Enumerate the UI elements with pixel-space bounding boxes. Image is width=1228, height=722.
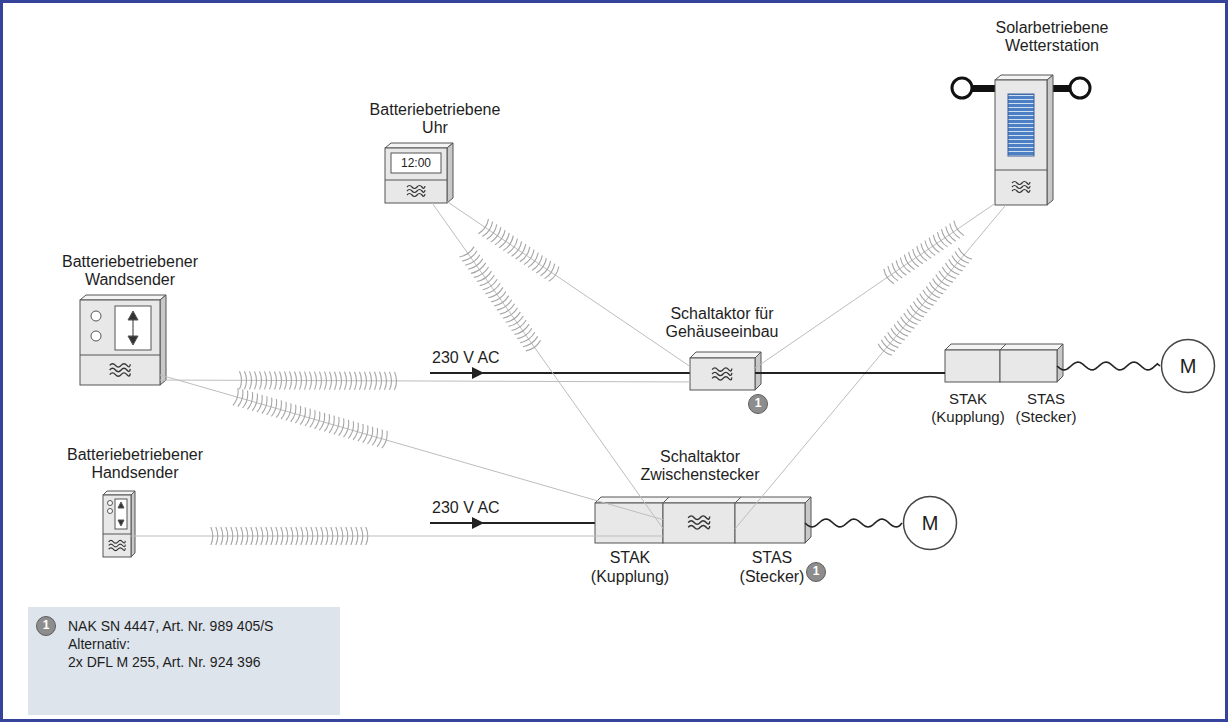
radio-line [160,375,663,520]
housing-actuator-icon [690,352,761,390]
voltage-label: 230 V AC [430,499,502,517]
callout-number: 1 [36,616,56,636]
wall-transmitter-icon [80,295,166,385]
motor-cable [805,519,902,527]
radio-waves [459,247,540,351]
note-text: NAK SN 4447, Art. Nr. 989 405/S [68,617,328,635]
clock-device: Batteriebetriebene Uhr12:00 [385,148,447,203]
coupling-plug-top [945,344,1063,382]
coupling-box: STAK (Kupplung) [945,350,1000,382]
plug-box: STAS (Stecker) [1000,350,1057,382]
device-label: Batteriebetriebene Uhr [355,101,515,138]
device-label: STAK (Kupplung) [585,549,675,586]
radio-waves [233,388,387,448]
device-label: STAK (Kupplung) [926,390,1010,425]
device-label: Batteriebetriebener Handsender [35,446,235,483]
motor-circle: M [902,495,958,551]
motor-label: M [902,495,958,551]
radio-line [735,205,1006,529]
cable-line [805,519,902,527]
plug-box: STAS (Stecker) [735,503,805,543]
device-label: Schaltaktor Zwischenstecker [625,448,775,485]
radio-waves [884,221,964,284]
hand-transmitter-icon [103,491,135,557]
coupling-box: STAK (Kupplung) [595,503,663,543]
wire-line [755,372,945,374]
motor-label: M [1160,338,1216,394]
radio-line [160,380,690,382]
cable-line [1057,362,1160,370]
motor-cable [1057,362,1160,370]
motor-circle: M [1160,338,1216,394]
clock-display: 12:00 [391,153,441,173]
radio-waves [211,527,368,545]
note-text: 2x DFL M 255, Art. Nr. 924 396 [68,653,328,671]
radio-line [131,536,663,537]
wall-transmitter: Batteriebetriebener Wandsender [80,300,160,385]
weather-station: Solarbetriebene Wetterstation [995,80,1047,205]
radio-link [735,205,1006,529]
radio-link [160,371,690,390]
radio-link [131,527,663,545]
plug-in-actuator: Schaltaktor Zwischenstecker [663,503,735,543]
clock-icon [385,143,453,203]
radio-line [755,203,995,368]
device-label: Solarbetriebene Wetterstation [977,19,1127,56]
radio-link [447,202,690,367]
switch-actuator: Schaltaktor für Gehäuseeinbau [690,358,755,390]
radio-waves [240,371,397,390]
callout-number: 1 [748,394,768,414]
radio-link [755,203,995,368]
weather-station-icon [952,75,1090,205]
callout-number: 1 [806,562,826,582]
radio-waves [878,248,972,355]
radio-link [160,375,663,520]
hand-transmitter: Batteriebetriebener Handsender [103,495,131,557]
device-label: STAS (Stecker) [727,549,817,586]
radio-line [447,202,690,367]
device-label: Schaltaktor für Gehäuseeinbau [647,305,797,342]
device-label: STAS (Stecker) [1008,390,1084,425]
note-box: NAK SN 4447, Art. Nr. 989 405/SAlternati… [28,607,340,715]
power-wire [755,373,945,374]
note-text: Alternativ: [68,635,328,653]
voltage-label: 230 V AC [430,349,502,367]
device-label: Batteriebetriebener Wandsender [30,253,230,290]
